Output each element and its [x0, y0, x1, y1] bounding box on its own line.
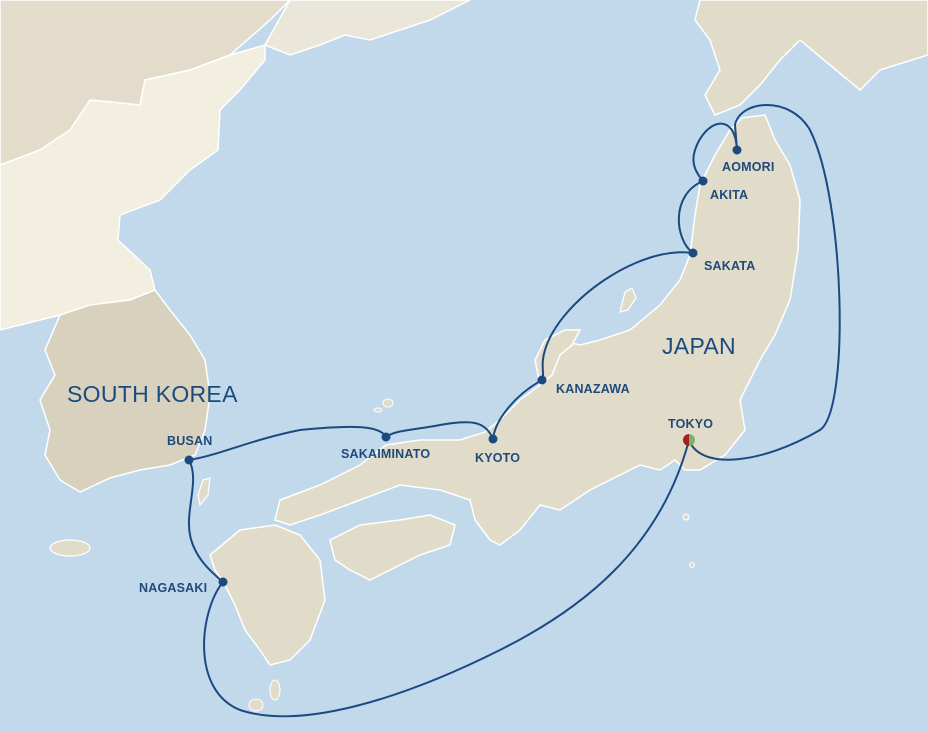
port-dot-kanazawa[interactable] — [537, 375, 547, 385]
port-dot-busan[interactable] — [184, 455, 194, 465]
port-label-aomori: AOMORI — [722, 160, 775, 174]
izu-island — [689, 562, 695, 568]
tsushima-island — [197, 477, 211, 507]
port-label-sakata: SAKATA — [704, 259, 756, 273]
port-label-kyoto: KYOTO — [475, 451, 521, 465]
jeju-island — [49, 539, 91, 557]
port-label-nagasaki: NAGASAKI — [139, 581, 208, 595]
kyushu-landmass — [209, 524, 326, 666]
port-label-akita: AKITA — [710, 188, 749, 202]
south-korea-landmass — [39, 289, 211, 493]
tokyo-start-end-marker[interactable] — [683, 434, 695, 446]
russia-landmass — [263, 0, 471, 56]
country-label-south-korea: SOUTH KOREA — [67, 381, 238, 407]
port-label-tokyo: TOKYO — [668, 417, 714, 431]
country-label-japan: JAPAN — [662, 333, 736, 359]
sado-island — [619, 287, 637, 313]
hokkaido-landmass — [694, 0, 928, 116]
oki-island-small — [373, 407, 383, 413]
port-dot-kyoto[interactable] — [488, 434, 498, 444]
honshu-landmass — [274, 114, 801, 546]
port-dot-sakata[interactable] — [688, 248, 698, 258]
yakushima-island — [248, 698, 264, 712]
port-dot-akita[interactable] — [698, 176, 708, 186]
port-label-kanazawa: KANAZAWA — [556, 382, 630, 396]
oki-island — [382, 398, 394, 408]
port-dot-sakaiminato[interactable] — [381, 432, 391, 442]
port-label-sakaiminato: SAKAIMINATO — [341, 447, 431, 461]
port-dot-aomori[interactable] — [732, 145, 742, 155]
tanegashima-island — [269, 679, 281, 701]
izu-island — [682, 513, 690, 521]
cruise-route — [188, 104, 841, 718]
port-dot-nagasaki[interactable] — [218, 577, 228, 587]
port-label-busan: BUSAN — [167, 434, 213, 448]
shikoku-landmass — [329, 514, 456, 581]
